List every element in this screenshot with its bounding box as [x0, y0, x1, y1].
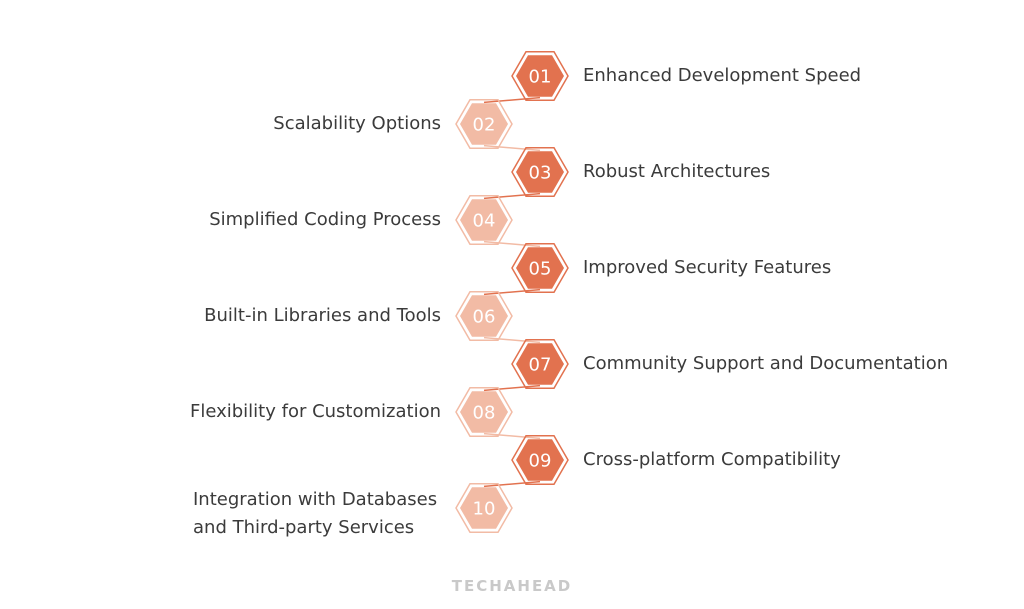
hexagon-03: 03: [511, 147, 569, 197]
hexagon-04: 04: [455, 195, 513, 245]
hexagon-number: 10: [473, 499, 496, 520]
hexagon-outline: [455, 195, 513, 245]
hexagon-outline: [511, 147, 569, 197]
connector-line: [483, 288, 541, 296]
hexagon-fill: [516, 55, 564, 97]
hexagon-fill: [460, 391, 508, 433]
connector-line: [483, 480, 541, 488]
hexagon-number: 09: [529, 451, 552, 472]
hexagon-fill: [460, 199, 508, 241]
techahead-logo: TECHAHEAD: [451, 577, 573, 595]
connector-line: [483, 432, 541, 440]
hexagon-05: 05: [511, 243, 569, 293]
item-label-02: Scalability Options: [273, 113, 441, 134]
hexagon-fill: [460, 487, 508, 529]
item-label-08: Flexibility for Customization: [189, 401, 441, 422]
hexagon-09: 09: [511, 435, 569, 485]
hexagon-07: 07: [511, 339, 569, 389]
hexagon-number: 03: [529, 163, 552, 184]
hexagon-01: 01: [511, 51, 569, 101]
hexagon-outline: [455, 291, 513, 341]
item-label-09: Cross-platform Compatibility: [583, 449, 841, 470]
connector-line: [483, 384, 541, 392]
hexagon-fill: [460, 103, 508, 145]
hexagon-fill: [460, 295, 508, 337]
hexagon-06: 06: [455, 291, 513, 341]
hexagon-outline: [511, 243, 569, 293]
connector-line: [483, 240, 541, 248]
hexagon-number: 08: [473, 403, 496, 424]
connector-line: [483, 96, 541, 104]
item-label-03: Robust Architectures: [583, 161, 771, 182]
hexagon-number: 05: [529, 259, 552, 280]
hexagon-outline: [511, 339, 569, 389]
item-label-01: Enhanced Development Speed: [583, 65, 862, 86]
hexagon-10: 10: [455, 483, 513, 533]
hexagon-outline: [511, 51, 569, 101]
hexagon-number: 06: [473, 307, 496, 328]
hexagon-outline: [455, 483, 513, 533]
hexagon-fill: [516, 247, 564, 289]
connector-line: [483, 144, 541, 152]
item-label-10: Integration with Databases and Third-par…: [193, 489, 438, 538]
hexagon-number: 07: [529, 355, 552, 376]
item-label-05: Improved Security Features: [583, 257, 832, 278]
hexagon-outline: [511, 435, 569, 485]
item-label-07: Community Support and Documentation: [583, 353, 949, 374]
item-label-06: Built-in Libraries and Tools: [204, 305, 441, 326]
hexagon-fill: [516, 439, 564, 481]
hexagon-outline: [455, 387, 513, 437]
hexagon-fill: [516, 343, 564, 385]
hexagon-fill: [516, 151, 564, 193]
hexagon-outline: [455, 99, 513, 149]
hexagon-number: 01: [529, 67, 552, 88]
item-label-04: Simplified Coding Process: [209, 209, 441, 230]
hexagon-number: 02: [473, 115, 496, 136]
connector-line: [483, 192, 541, 200]
hexagon-02: 02: [455, 99, 513, 149]
hexagon-08: 08: [455, 387, 513, 437]
connector-line: [483, 336, 541, 344]
hexagon-number: 04: [473, 211, 496, 232]
